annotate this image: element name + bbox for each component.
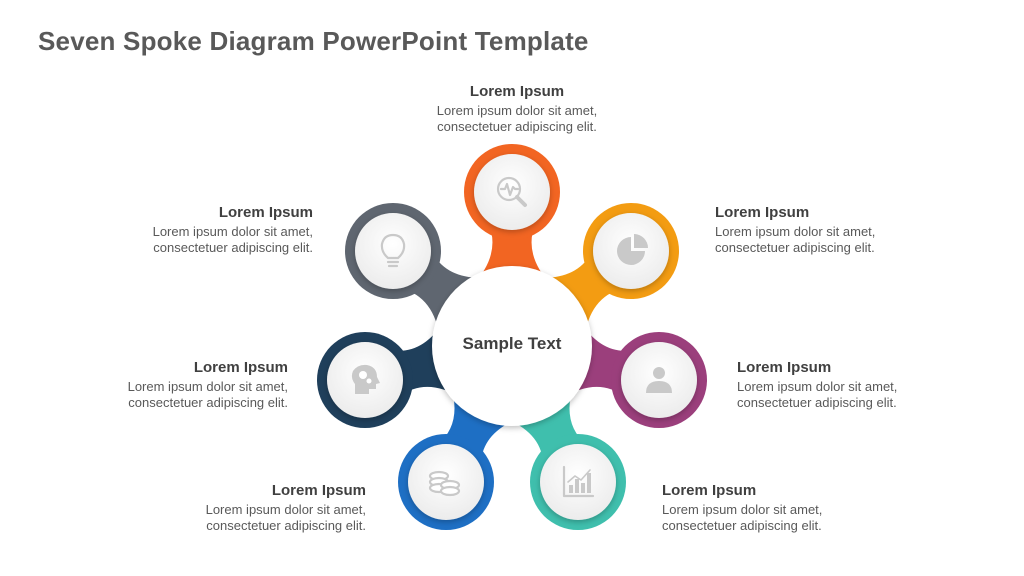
- heading-upper-right: Lorem Ipsum: [715, 204, 810, 221]
- heading-lower-left: Lorem Ipsum: [271, 482, 366, 499]
- text-lower-right-2: consectetuer adipiscing elit.: [662, 518, 822, 533]
- hub-circle: [432, 266, 592, 426]
- text-upper-right-2: consectetuer adipiscing elit.: [715, 240, 875, 255]
- heading-right: Lorem Ipsum: [737, 359, 832, 376]
- hub-label: Sample Text: [462, 334, 562, 353]
- text-left-2: consectetuer adipiscing elit.: [128, 395, 288, 410]
- coins-icon: [428, 470, 461, 497]
- user-icon: [646, 367, 672, 393]
- spoke-disc-upper-left: [355, 213, 431, 289]
- lightbulb-icon: [380, 233, 406, 268]
- label-upper-left: Lorem Ipsum Lorem ipsum dolor sit amet,c…: [53, 204, 313, 256]
- heading-left: Lorem Ipsum: [193, 359, 288, 376]
- label-right: Lorem Ipsum Lorem ipsum dolor sit amet,c…: [737, 359, 997, 411]
- slide-title: Seven Spoke Diagram PowerPoint Template: [38, 26, 589, 56]
- label-lower-right: Lorem Ipsum Lorem ipsum dolor sit amet,c…: [662, 482, 922, 534]
- text-right-1: Lorem ipsum dolor sit amet,: [737, 379, 898, 394]
- label-top: Lorem Ipsum Lorem ipsum dolor sit amet,c…: [357, 83, 677, 135]
- text-lower-left-2: consectetuer adipiscing elit.: [206, 518, 366, 533]
- heading-top: Lorem Ipsum: [469, 83, 565, 100]
- text-right-2: consectetuer adipiscing elit.: [737, 395, 897, 410]
- spoke-disc-right: [621, 342, 697, 418]
- label-left: Lorem Ipsum Lorem ipsum dolor sit amet,c…: [28, 359, 288, 411]
- search-chart-icon: [496, 176, 527, 207]
- text-upper-right-1: Lorem ipsum dolor sit amet,: [715, 224, 876, 239]
- heading-upper-left: Lorem Ipsum: [218, 204, 313, 221]
- text-lower-right-1: Lorem ipsum dolor sit amet,: [662, 502, 823, 517]
- text-left-1: Lorem ipsum dolor sit amet,: [127, 379, 288, 394]
- bar-chart-icon: [562, 465, 595, 498]
- label-lower-left: Lorem Ipsum Lorem ipsum dolor sit amet,c…: [106, 482, 366, 534]
- text-upper-left-1: Lorem ipsum dolor sit amet,: [152, 224, 313, 239]
- pie-chart-icon: [617, 234, 648, 265]
- head-gears-icon: [351, 364, 380, 394]
- heading-lower-right: Lorem Ipsum: [662, 482, 757, 499]
- label-upper-right: Lorem Ipsum Lorem ipsum dolor sit amet,c…: [715, 204, 975, 256]
- text-lower-left-1: Lorem ipsum dolor sit amet,: [205, 502, 366, 517]
- text-upper-left-2: consectetuer adipiscing elit.: [153, 240, 313, 255]
- text-top-1: Lorem ipsum dolor sit amet,: [436, 103, 598, 118]
- text-top-2: consectetuer adipiscing elit.: [437, 119, 597, 134]
